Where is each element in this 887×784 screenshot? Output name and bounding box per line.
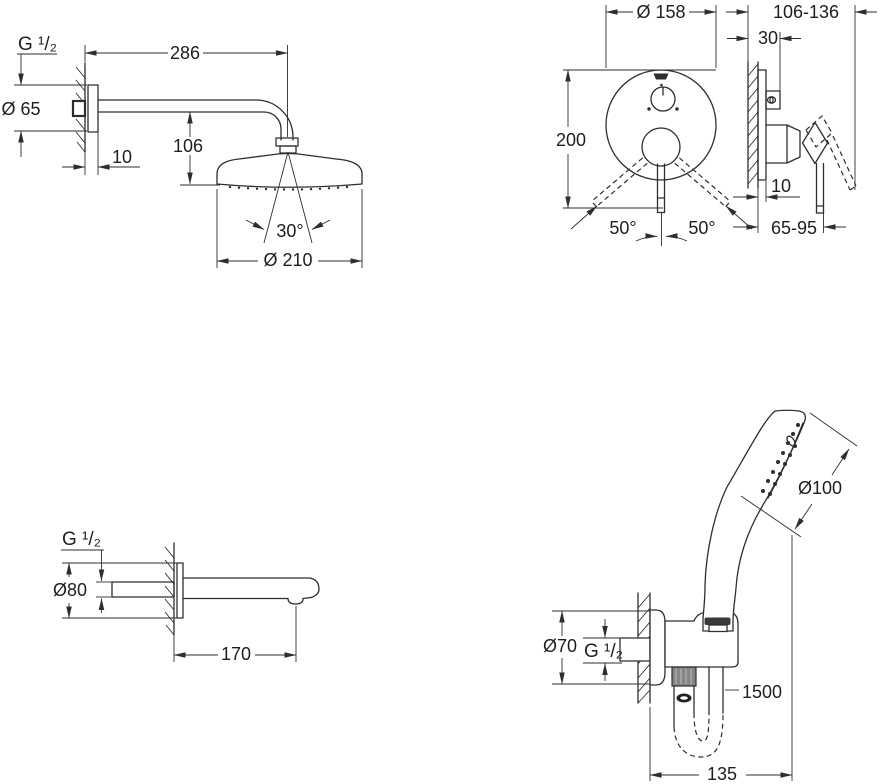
- label-rosette-diameter: Ø 65: [1, 99, 40, 119]
- brand-mark: [653, 73, 669, 80]
- wall-hatch: [164, 546, 175, 636]
- thread-nipple: [71, 99, 87, 118]
- lever-cap: [801, 121, 829, 165]
- label-head-diameter: Ø100: [798, 478, 842, 498]
- drawing-concealed-mixer: Ø 158 106-136 30 200 50° 50° 10 65-95: [556, 2, 877, 246]
- label-drop-height: 106: [173, 136, 203, 156]
- label-thread: G ¹/₂: [62, 529, 101, 550]
- lever-hub: [641, 127, 681, 167]
- shower-arm: [97, 99, 294, 141]
- lever-alt-position: [826, 135, 857, 191]
- label-rosette-depth: 10: [112, 147, 132, 167]
- label-hose-length: 1500: [742, 682, 782, 702]
- label-plate-diameter: Ø 158: [636, 2, 685, 22]
- shower-head: [216, 152, 363, 188]
- holder-rosette: [649, 609, 666, 686]
- label-head-diameter: Ø 210: [263, 250, 312, 270]
- lever-swing-left: [591, 157, 648, 208]
- label-rosette-diameter: Ø80: [53, 580, 87, 600]
- mixer-plate: [605, 69, 717, 181]
- spray-face-dots: [761, 423, 800, 496]
- lever-swing-right: [674, 157, 731, 208]
- wall-hatch: [747, 63, 759, 185]
- label-projection: 170: [221, 644, 251, 664]
- drawing-hand-shower-set: Ø100 Ø70 G ¹/₂ 1500 135: [543, 409, 858, 784]
- hand-shower: [702, 409, 806, 632]
- mounting-bracket: [765, 90, 781, 110]
- label-thread: G ¹/₂: [18, 34, 57, 55]
- label-holder-offset: 135: [707, 764, 737, 784]
- drawing-bath-spout: G ¹/₂ Ø80 170: [53, 529, 320, 664]
- arm-nut: [275, 137, 299, 147]
- label-lever-projection: 65-95: [771, 218, 817, 238]
- handle-ferrule: [704, 617, 731, 625]
- label-swing-right: 50°: [688, 218, 715, 238]
- arm-rosette: [87, 84, 99, 133]
- label-rosette-diameter: Ø70: [543, 636, 577, 656]
- supply-connection: [619, 637, 651, 662]
- label-installation-depth: 106-136: [773, 2, 839, 22]
- lever-cap-alt: [805, 115, 833, 148]
- label-plate-height: 200: [556, 130, 586, 150]
- spray-face-dots: [228, 185, 349, 191]
- label-arm-length: 286: [170, 43, 200, 63]
- spout-rosette: [176, 562, 184, 619]
- pivot-detail: [786, 435, 796, 447]
- drawing-overhead-shower: G ¹/₂ Ø 65 286 106 10 30° Ø 210: [1, 34, 363, 270]
- label-wall-clearance: 10: [771, 176, 791, 196]
- escutcheon-plate: [757, 69, 767, 181]
- handle-tip: [708, 624, 728, 633]
- label-thread: G ¹/₂: [584, 641, 623, 662]
- label-swing-left: 50°: [609, 218, 636, 238]
- label-plate-offset: 30: [758, 28, 778, 48]
- spray-face-edge: [767, 422, 804, 499]
- spout-body: [182, 577, 320, 605]
- concealed-pipe: [111, 581, 175, 598]
- hose-loop: [673, 713, 724, 758]
- label-spray-angle: 30°: [276, 221, 303, 241]
- valve-body: [765, 124, 801, 164]
- hose-connection-nut: [671, 666, 697, 687]
